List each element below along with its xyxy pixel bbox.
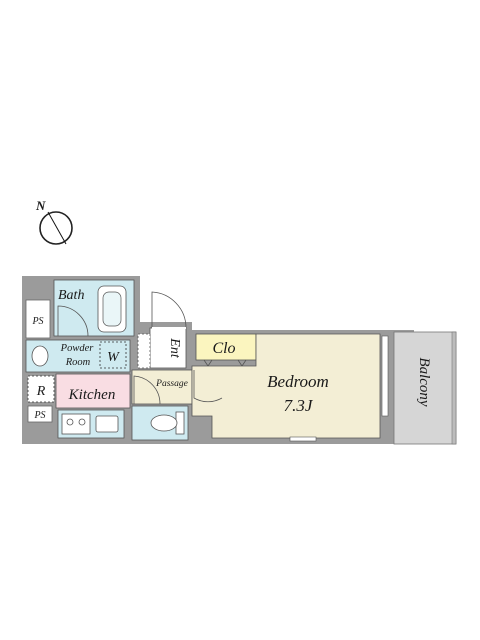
bedroom-label: Bedroom — [267, 372, 329, 391]
shoe-cabinet — [137, 333, 151, 369]
bedroom-room — [191, 333, 381, 439]
stove-burner-right-icon — [78, 418, 86, 426]
entrance-door-swing — [151, 291, 187, 329]
compass-axis — [47, 211, 67, 245]
compass-north-label: N — [35, 198, 46, 213]
bedroom-size-label: 7.3J — [284, 396, 314, 415]
kitchen-room — [55, 373, 131, 409]
closet-room — [195, 333, 257, 361]
sink-icon — [95, 415, 119, 433]
compass: N — [35, 198, 73, 245]
refrigerator-box — [27, 375, 55, 403]
passage-label: Passage — [155, 379, 188, 389]
entrance-room — [149, 327, 187, 369]
ps-top-room — [25, 299, 51, 339]
bedroom-window-bottom — [289, 436, 317, 442]
refrigerator-label: R — [36, 384, 46, 399]
ps-bottom-label: PS — [33, 410, 45, 421]
compass-circle — [39, 211, 73, 245]
closet-label: Clo — [212, 340, 235, 357]
balcony-rail — [451, 331, 457, 445]
washer-box — [99, 341, 127, 369]
ps-top-label: PS — [31, 316, 43, 327]
stove-icon — [61, 413, 91, 435]
powder-room-label-line1: Powder — [60, 343, 95, 354]
sliding-window — [381, 335, 389, 417]
washbasin-icon — [31, 345, 49, 367]
balcony-label: Balcony — [416, 357, 432, 406]
washer-label: W — [107, 350, 120, 365]
bath-door-swing — [57, 305, 89, 337]
bathtub-inner — [102, 291, 122, 327]
toilet-bowl-icon — [150, 414, 178, 432]
passage-door-swing — [133, 375, 161, 405]
bath-label: Bath — [58, 288, 84, 303]
ps-bottom-room — [27, 405, 53, 423]
powder-room-label-line2: Room — [65, 357, 91, 368]
entrance-label: Ent — [167, 337, 182, 359]
stove-burner-left-icon — [66, 418, 74, 426]
bedroom-door-swing — [193, 370, 223, 403]
kitchen-label: Kitchen — [68, 387, 116, 403]
